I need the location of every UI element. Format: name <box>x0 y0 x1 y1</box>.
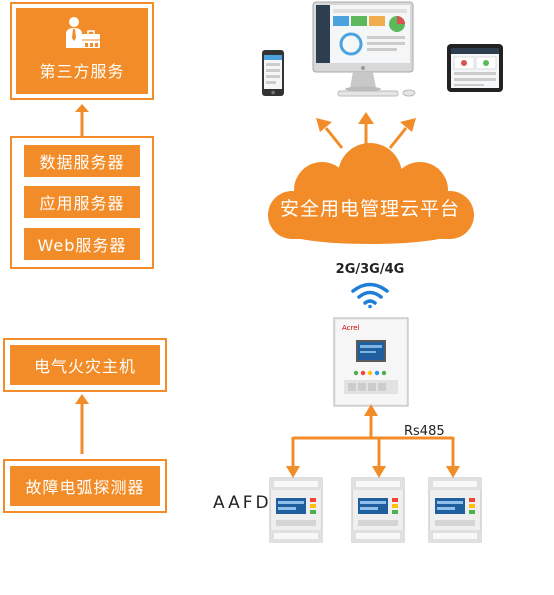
app-server-label: 应用服务器 <box>39 194 125 213</box>
cloud-label: 安全用电管理云平台 <box>279 198 460 220</box>
wifi-icon <box>351 282 389 309</box>
tablet-icon <box>447 44 503 92</box>
business-person-icon <box>66 17 100 48</box>
aafd-device-2 <box>351 477 405 543</box>
cloud-arrows <box>316 112 416 149</box>
detector-label: 故障电弧探测器 <box>25 478 145 497</box>
cloud-icon <box>268 143 474 244</box>
host-cabinet-icon: Acrel <box>333 317 409 407</box>
imac-icon <box>312 1 414 92</box>
arrow-detector-to-host <box>75 394 89 454</box>
phone-icon <box>262 50 284 96</box>
data-server-label: 数据服务器 <box>39 153 125 172</box>
arrow-servers-to-third-party <box>75 104 89 136</box>
rs485-bus <box>286 404 460 478</box>
app-server-box: 应用服务器 <box>24 186 140 218</box>
detector-box: 故障电弧探测器 <box>10 466 160 506</box>
third-party-label: 第三方服务 <box>39 62 125 81</box>
web-server-box: Web服务器 <box>24 228 140 260</box>
data-server-box: 数据服务器 <box>24 145 140 177</box>
aafd-device-3 <box>428 477 482 543</box>
mouse-icon <box>402 89 416 97</box>
keyboard-icon <box>337 90 399 97</box>
third-party-panel: 第三方服务 <box>16 8 148 94</box>
aafd-device-1 <box>269 477 323 543</box>
network-label: 2G/3G/4G <box>335 262 405 277</box>
alarm-host-box: 电气火灾主机 <box>10 345 160 385</box>
cabinet-brand: Acrel <box>342 324 360 332</box>
aafd-label: AAFD <box>213 493 272 513</box>
alarm-host-label: 电气火灾主机 <box>33 357 136 376</box>
web-server-label: Web服务器 <box>37 236 127 255</box>
rs485-label: Rs485 <box>404 424 445 439</box>
